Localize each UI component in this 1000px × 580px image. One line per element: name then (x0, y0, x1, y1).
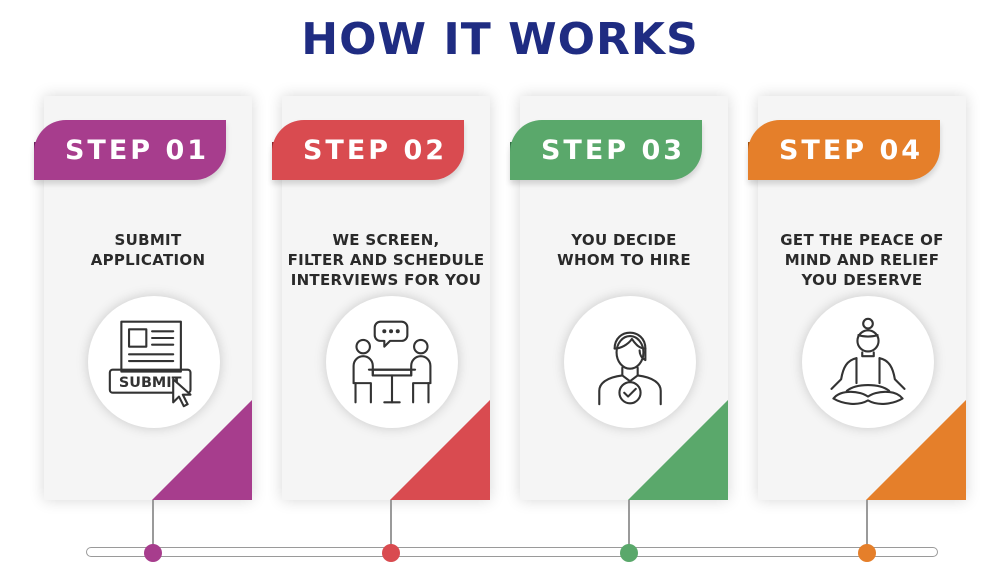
step-card-4: STEP 04 GET THE PEACE OF MIND AND RELIEF… (748, 96, 966, 500)
approved-person-icon (598, 331, 662, 406)
meditation-icon (830, 317, 906, 405)
timeline-dot-1 (144, 544, 162, 562)
timeline-dot-2 (382, 544, 400, 562)
icon-circle (564, 296, 696, 428)
page-title: HOW IT WORKS (301, 14, 699, 65)
step-label: STEP 01 (34, 120, 226, 180)
timeline-dot-4 (858, 544, 876, 562)
timeline-connector-4 (866, 500, 868, 550)
step-description: GET THE PEACE OF MIND AND RELIEF YOU DES… (780, 231, 944, 289)
submit-form-icon: SUBMIT (108, 320, 192, 408)
icon-circle (326, 296, 458, 428)
step-label: STEP 03 (510, 120, 702, 180)
step-label: STEP 02 (272, 120, 464, 180)
timeline-bar (86, 547, 938, 557)
icon-circle: SUBMIT (88, 296, 220, 428)
step-description: WE SCREEN, FILTER AND SCHEDULE INTERVIEW… (287, 231, 485, 289)
icon-circle (802, 296, 934, 428)
step-description: SUBMIT APPLICATION (90, 231, 206, 269)
submit-text: SUBMIT (119, 375, 182, 391)
step-card-1: STEP 01 SUBMIT APPLICATION SUBMIT (34, 96, 252, 500)
step-card-2: STEP 02 WE SCREEN, FILTER AND SCHEDULE I… (272, 96, 490, 500)
step-description: YOU DECIDE WHOM TO HIRE (557, 231, 691, 269)
timeline-connector-1 (152, 500, 154, 550)
interview-meeting-icon (352, 320, 432, 404)
timeline-connector-2 (390, 500, 392, 550)
timeline-dot-3 (620, 544, 638, 562)
timeline-connector-3 (628, 500, 630, 550)
step-label: STEP 04 (748, 120, 940, 180)
step-card-3: STEP 03 YOU DECIDE WHOM TO HIRE (510, 96, 728, 500)
